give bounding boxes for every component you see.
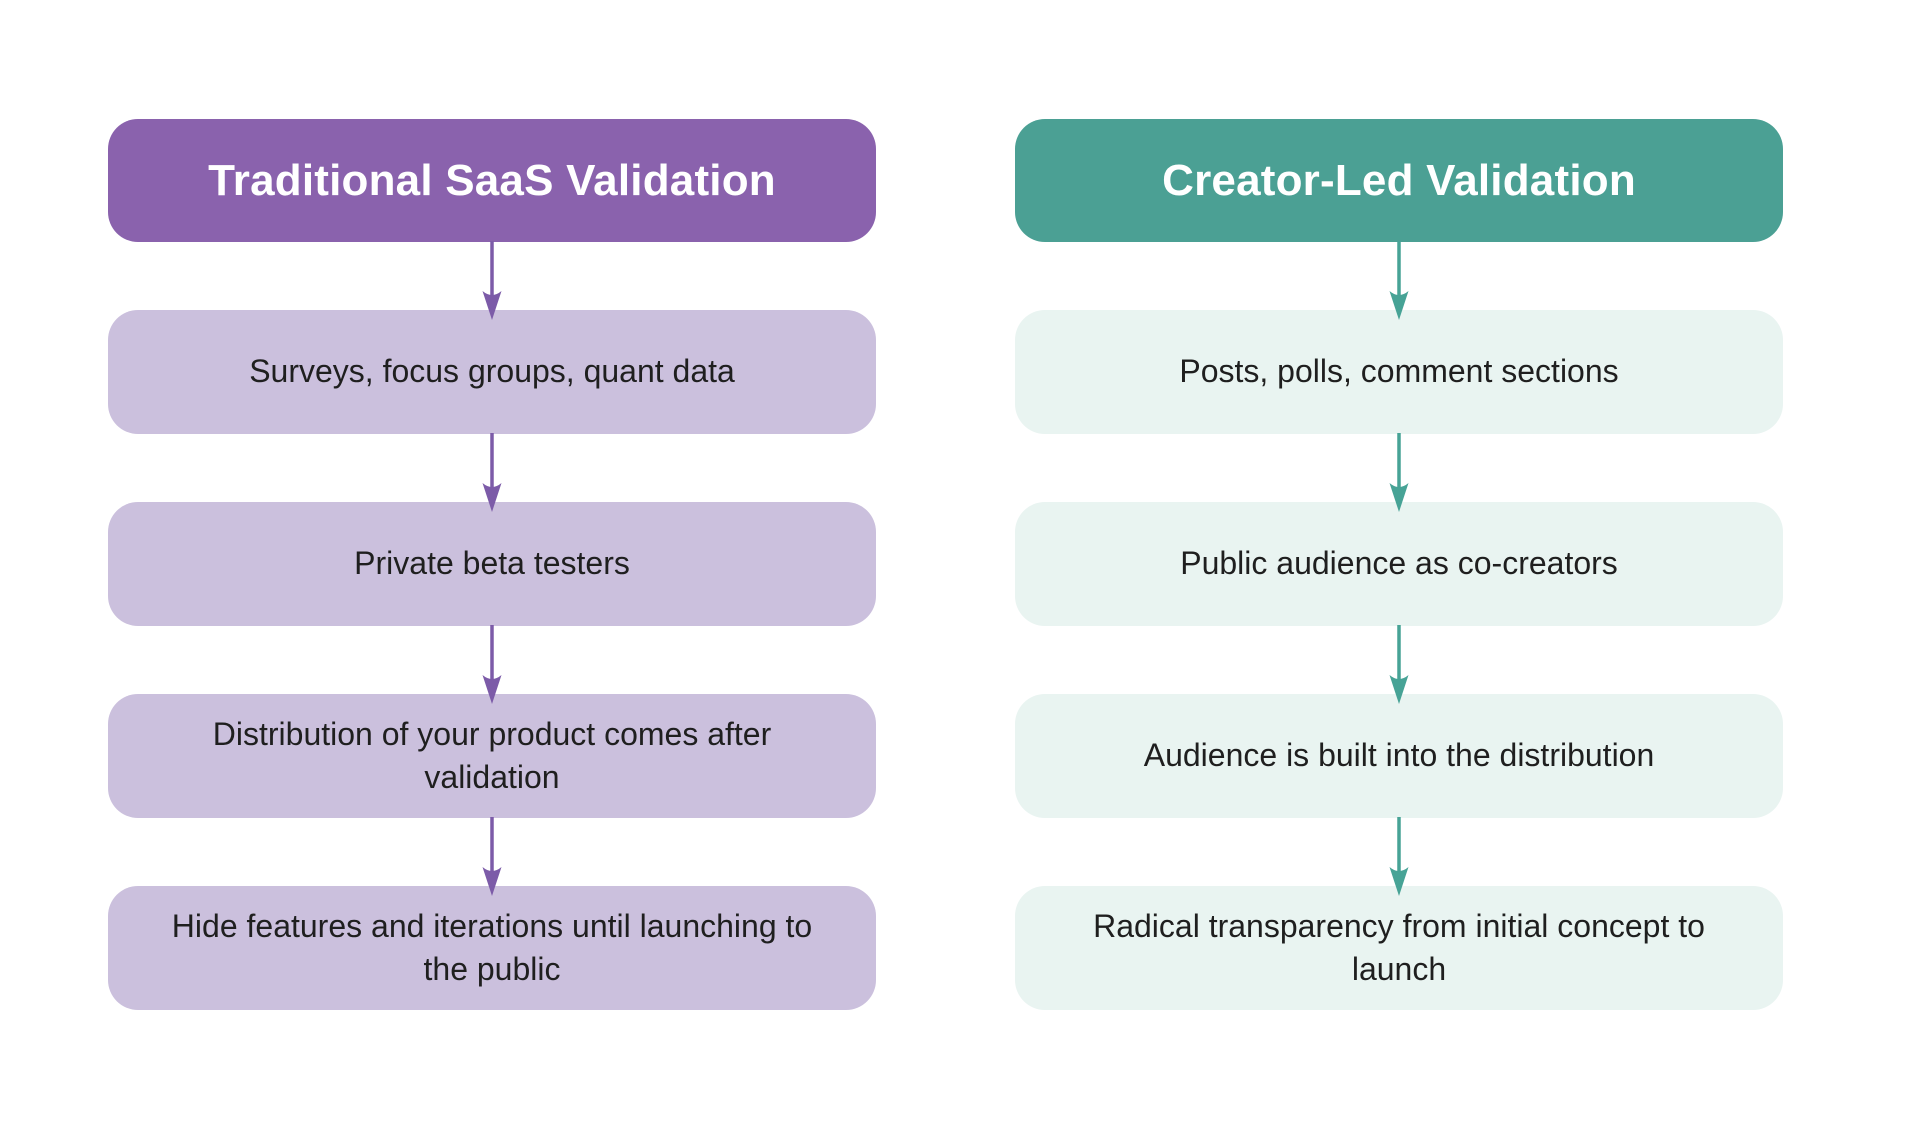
step-label: Radical transparency from initial concep… [1093, 907, 1705, 987]
step-label: Private beta testers [354, 545, 630, 582]
flow-arrow-gap [1015, 625, 1783, 704]
step-box: Radical transparency from initial concep… [1015, 886, 1783, 1010]
flow-arrow-gap [108, 625, 876, 704]
arrow-down-icon [482, 625, 502, 704]
flow-arrow-gap [108, 433, 876, 512]
step-label: Surveys, focus groups, quant data [249, 353, 735, 390]
step-box: Distribution of your product comes after… [108, 694, 876, 818]
step-box: Audience is built into the distribution [1015, 694, 1783, 818]
arrow-down-icon [482, 241, 502, 320]
flow-arrow-gap [1015, 433, 1783, 512]
creator-header-label: Creator-Led Validation [1162, 155, 1636, 205]
step-box: Surveys, focus groups, quant data [108, 310, 876, 434]
step-label: Public audience as co-creators [1180, 545, 1618, 582]
creator-header-box: Creator-Led Validation [1015, 119, 1783, 242]
traditional-header-box: Traditional SaaS Validation [108, 119, 876, 242]
step-label: Audience is built into the distribution [1143, 737, 1655, 774]
step-label: Posts, polls, comment sections [1179, 353, 1619, 390]
arrow-down-icon [1389, 433, 1409, 512]
step-label: Distribution of your product comes after… [212, 715, 772, 795]
traditional-header-label: Traditional SaaS Validation [208, 155, 776, 205]
flow-arrow-gap [108, 817, 876, 896]
column-creator-led: Creator-Led Validation Posts, polls, com… [1015, 119, 1783, 1010]
arrow-down-icon [1389, 241, 1409, 320]
column-traditional-saas: Traditional SaaS Validation Surveys, foc… [108, 119, 876, 1010]
flow-arrow-gap [1015, 817, 1783, 896]
arrow-down-icon [482, 817, 502, 896]
arrow-down-icon [1389, 625, 1409, 704]
flow-arrow-gap [108, 241, 876, 320]
step-label: Hide features and iterations until launc… [171, 907, 813, 987]
step-box: Private beta testers [108, 502, 876, 626]
arrow-down-icon [482, 433, 502, 512]
arrow-down-icon [1389, 817, 1409, 896]
flow-arrow-gap [1015, 241, 1783, 320]
step-box: Posts, polls, comment sections [1015, 310, 1783, 434]
step-box: Hide features and iterations until launc… [108, 886, 876, 1010]
step-box: Public audience as co-creators [1015, 502, 1783, 626]
